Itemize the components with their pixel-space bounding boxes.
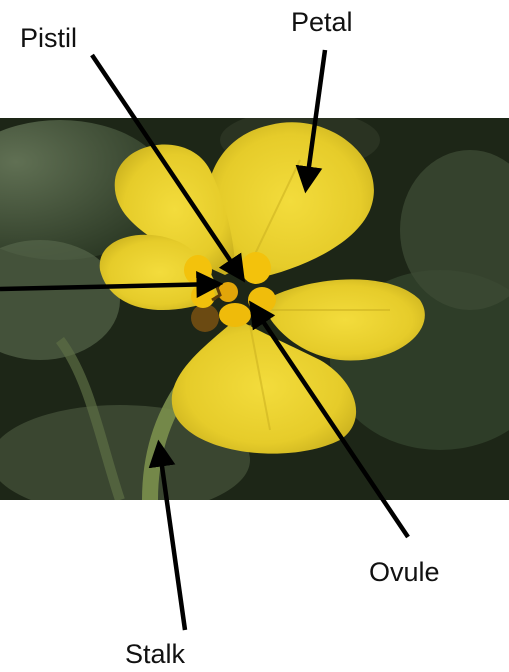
label-ovule: Ovule	[369, 557, 440, 587]
label-stalk: Stalk	[125, 639, 186, 669]
label-petal: Petal	[291, 7, 353, 37]
label-pistil: Pistil	[20, 23, 77, 53]
